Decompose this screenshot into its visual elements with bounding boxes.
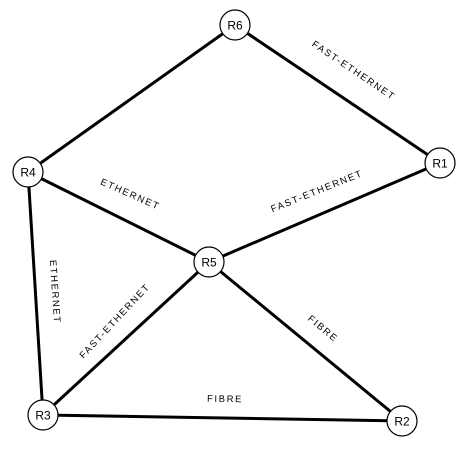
link-label-r3-r2: FIBRE: [207, 394, 243, 406]
node-r6-circle: [219, 9, 251, 41]
link-label-r5-r1: FAST-ETHERNET: [269, 168, 364, 215]
node-r1-label: R1: [432, 157, 448, 171]
link-label-r4-r5: ETHERNET: [99, 177, 162, 213]
node-r4[interactable]: R4: [12, 156, 44, 188]
link-r3-r2: [41, 413, 404, 423]
link-r5-r3: [41, 260, 211, 417]
node-r3-circle: [27, 399, 59, 431]
node-r4-label: R4: [20, 166, 36, 180]
link-r5-r1: [207, 161, 442, 264]
node-r4-circle: [12, 156, 44, 188]
node-r2[interactable]: R2: [386, 405, 418, 437]
node-r3-label: R3: [35, 409, 51, 423]
node-r5-label: R5: [201, 256, 217, 270]
node-r2-circle: [386, 405, 418, 437]
link-r6-r1: [233, 23, 442, 165]
node-r5[interactable]: R5: [193, 246, 225, 278]
link-r4-r3: [26, 170, 45, 417]
link-label-r6-r1: FAST-ETHERNET: [310, 39, 398, 103]
link-r5-r2: [207, 260, 404, 423]
link-r4-r5: [26, 170, 211, 264]
link-label-r5-r2: FIBRE: [305, 313, 340, 345]
node-r5-circle: [193, 246, 225, 278]
node-r2-label: R2: [394, 415, 410, 429]
link-r6-r4: [26, 23, 237, 174]
node-r3[interactable]: R3: [27, 399, 59, 431]
node-r1-circle: [424, 147, 456, 179]
node-r6[interactable]: R6: [219, 9, 251, 41]
node-r1[interactable]: R1: [424, 147, 456, 179]
link-label-r4-r3: ETHERNET: [47, 260, 62, 325]
node-r6-label: R6: [227, 19, 243, 33]
